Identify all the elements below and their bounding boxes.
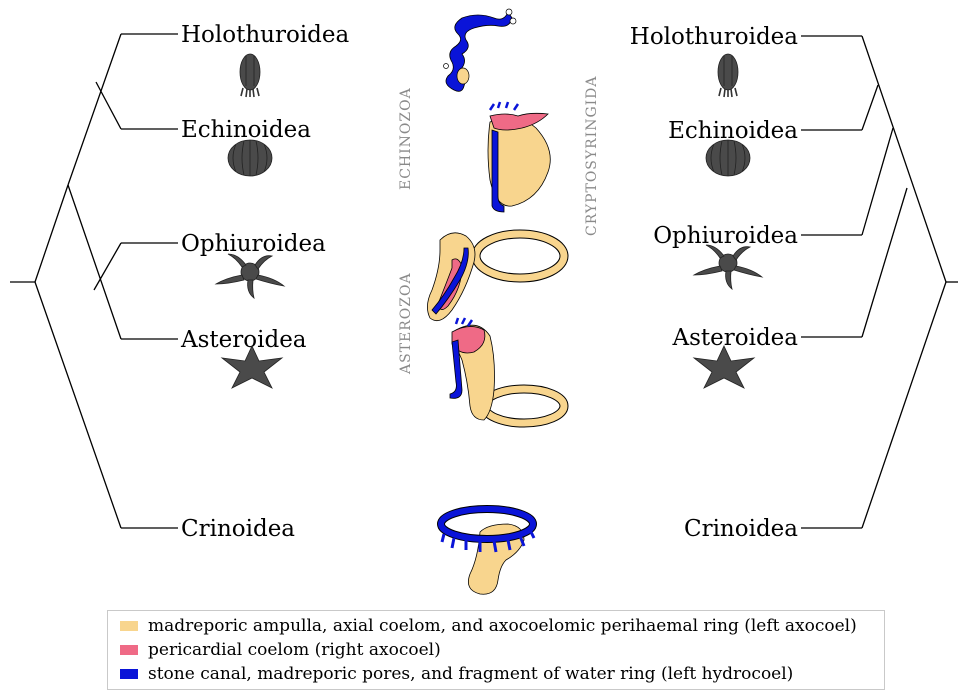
right-taxon-asteroidea: Asteroidea: [671, 325, 798, 351]
left-taxon-holothuroidea: Holothuroidea: [181, 22, 350, 48]
left-tree: [10, 34, 178, 528]
legend-swatch-axocoel: [120, 621, 138, 631]
legend-label-hydrocoel: stone canal, madreporic pores, and fragm…: [148, 664, 793, 684]
echinoid-axocoel-illustration: [488, 102, 550, 212]
left-taxon-asteroidea: Asteroidea: [180, 327, 307, 353]
legend-item-hydrocoel: stone canal, madreporic pores, and fragm…: [120, 663, 793, 685]
label-asterozoa: ASTEROZOA: [398, 272, 414, 375]
left-taxon-echinoidea: Echinoidea: [181, 117, 311, 143]
asteroid-axocoel-illustration: [450, 318, 564, 423]
legend-label-pericardial: pericardial coelom (right axocoel): [148, 640, 441, 660]
sea-star-icon-right: [694, 346, 754, 388]
right-taxon-crinoidea: Crinoidea: [684, 516, 798, 542]
right-tree: [801, 36, 958, 528]
legend-swatch-pericardial: [120, 645, 138, 655]
right-taxon-ophiuroidea: Ophiuroidea: [653, 223, 798, 249]
left-taxon-ophiuroidea: Ophiuroidea: [181, 231, 326, 257]
legend-item-axocoel: madreporic ampulla, axial coelom, and ax…: [120, 615, 857, 637]
brittle-star-icon-right: [694, 245, 762, 289]
legend-label-axocoel: madreporic ampulla, axial coelom, and ax…: [148, 616, 857, 636]
ophiuroid-axocoel-illustration: [427, 233, 564, 321]
holothuroid-axocoel-illustration: [444, 9, 517, 91]
brittle-star-icon: [216, 254, 284, 298]
legend: madreporic ampulla, axial coelom, and ax…: [107, 610, 885, 690]
left-taxon-crinoidea: Crinoidea: [181, 516, 295, 542]
label-cryptosyringida: CRYPTOSYRINGIDA: [584, 75, 600, 236]
legend-swatch-hydrocoel: [120, 669, 138, 679]
crinoid-axocoel-illustration: [441, 509, 534, 594]
sea-urchin-icon: [228, 140, 272, 176]
right-taxon-holothuroidea: Holothuroidea: [630, 24, 799, 50]
legend-item-pericardial: pericardial coelom (right axocoel): [120, 639, 441, 661]
sea-cucumber-icon-right: [718, 54, 738, 97]
label-echinozoa: ECHINOZOA: [398, 87, 414, 190]
sea-cucumber-icon: [240, 54, 260, 97]
sea-urchin-icon-right: [706, 140, 750, 176]
